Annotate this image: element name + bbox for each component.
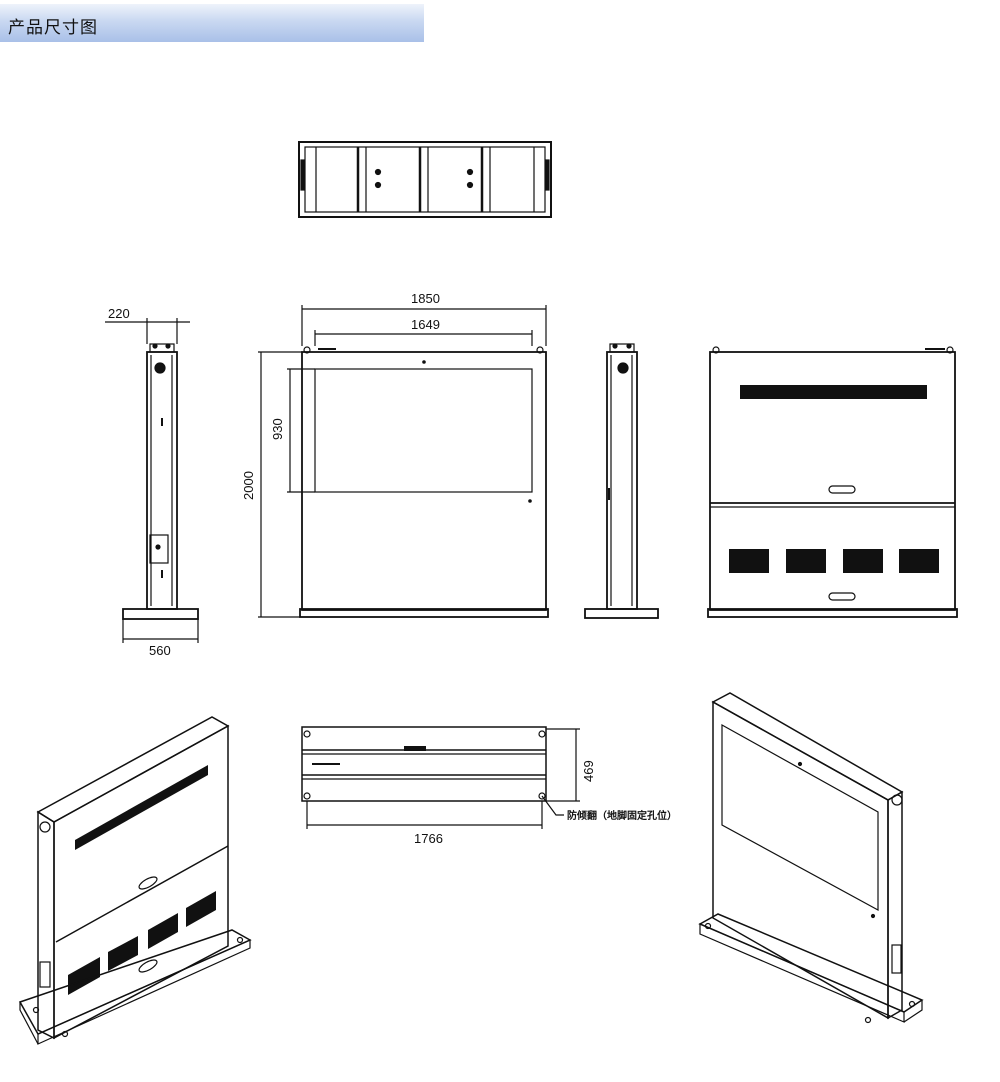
iso-front-view [698, 692, 924, 1024]
dim-overall-height: 2000 [241, 471, 256, 500]
dim-base-width: 469 [581, 760, 596, 782]
top-view [298, 141, 552, 218]
dim-base-depth: 560 [149, 643, 171, 658]
dim-base-length: 1766 [414, 831, 443, 846]
section-title: 产品尺寸图 [8, 18, 98, 38]
dim-screen-width: 1649 [411, 317, 440, 332]
dim-screen-height: 930 [270, 418, 285, 440]
left-side-view [105, 318, 199, 643]
base-view [301, 726, 580, 829]
dim-overall-width: 1850 [411, 291, 440, 306]
anchor-note: 防倾翻（地脚固定孔位） [567, 809, 677, 822]
front-view [258, 305, 549, 618]
iso-rear-view [18, 716, 252, 1045]
dim-side-depth: 220 [108, 306, 130, 321]
right-side-view [584, 343, 659, 619]
rear-view [707, 346, 958, 618]
section-header: 产品尺寸图 [0, 4, 424, 42]
